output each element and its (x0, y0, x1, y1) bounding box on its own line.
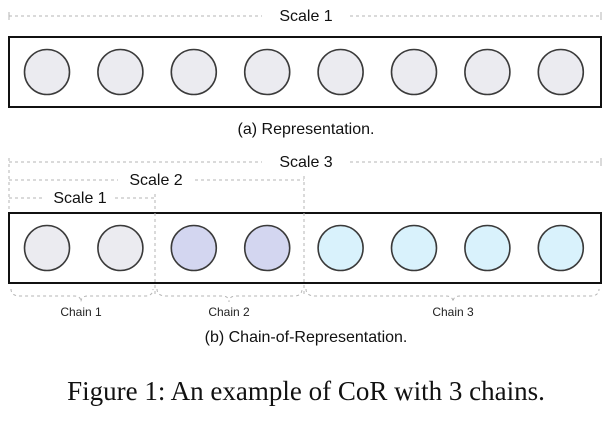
chain-1-label: Chain 1 (60, 305, 102, 319)
representation-node (537, 48, 585, 96)
chain-2-node (243, 224, 291, 272)
chain-3-node (390, 224, 438, 272)
representation-node (317, 48, 364, 96)
chain-3-node (537, 224, 585, 272)
scale-3-label: Scale 3 (279, 154, 332, 171)
chain-2-node (170, 224, 218, 272)
scale-2-label: Scale 2 (129, 172, 182, 189)
chain-3-label: Chain 3 (432, 305, 474, 319)
representation-node (390, 48, 438, 96)
representation-node (170, 48, 218, 96)
chain-2-label: Chain 2 (208, 305, 250, 319)
panel-b-box (8, 212, 602, 284)
chain-2-brace (156, 288, 303, 303)
chain-1-brace (10, 288, 154, 303)
panel-a: Scale 1 (a) Representation. (8, 8, 602, 138)
representation-node (243, 48, 291, 96)
panel-b: Scale 3 Scale 2 Scale 1 Chain 1 Chain 2 … (8, 154, 602, 346)
panel-b-caption: (b) Chain-of-Representation. (205, 329, 408, 346)
representation-node (464, 48, 511, 96)
representation-node (97, 48, 144, 96)
panel-a-nodes (23, 48, 585, 96)
chain-3-node (464, 224, 511, 272)
scale-1-label: Scale 1 (53, 190, 106, 207)
panel-a-caption: (a) Representation. (238, 121, 375, 138)
representation-node (23, 48, 71, 96)
chain-1-node (23, 224, 71, 272)
panel-b-nodes (23, 224, 585, 272)
panel-a-scale-1-label: Scale 1 (279, 8, 332, 25)
chain-3-node (317, 224, 364, 272)
chain-1-node (97, 224, 144, 272)
chain-3-brace (305, 288, 600, 303)
figure-caption: Figure 1: An example of CoR with 3 chain… (67, 376, 545, 406)
panel-a-box (8, 36, 602, 108)
